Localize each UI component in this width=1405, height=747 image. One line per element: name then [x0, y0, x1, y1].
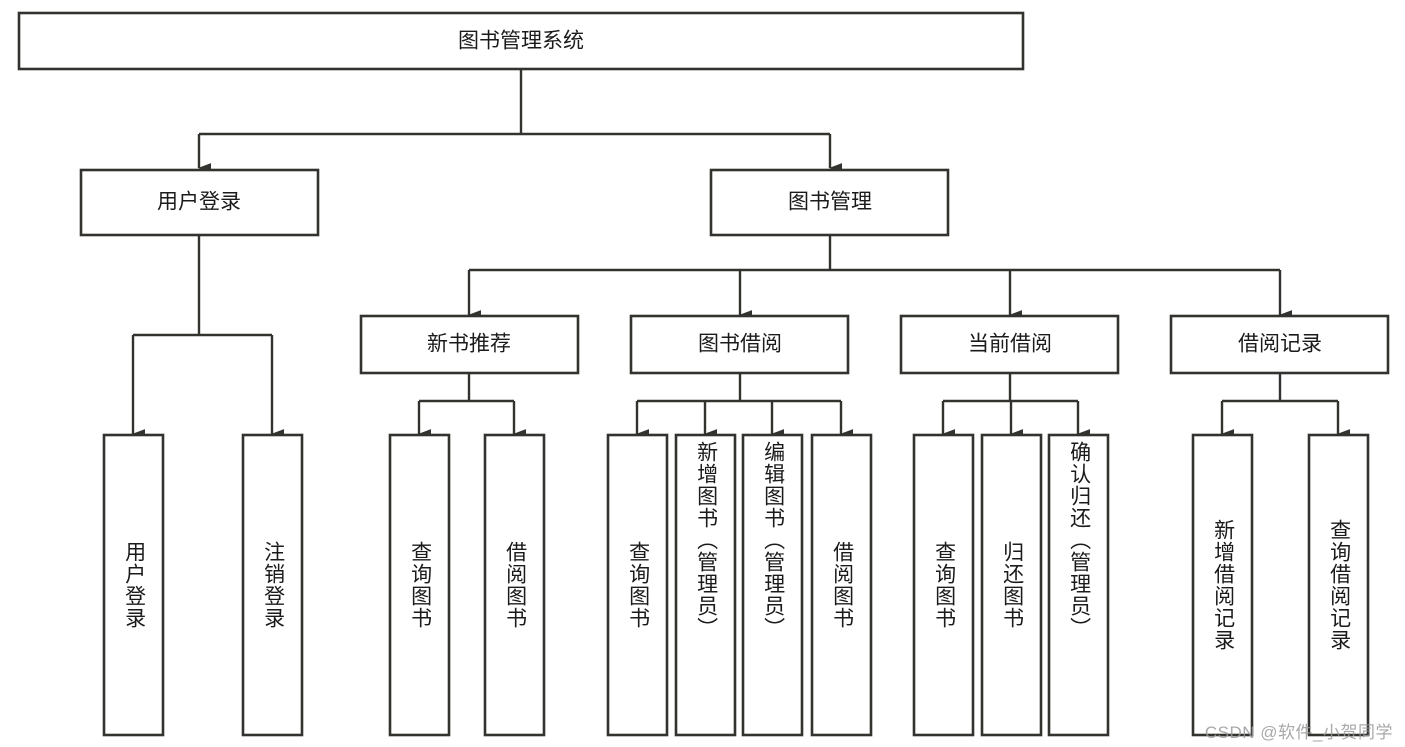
node-new-book-recommend-box[interactable] [359, 314, 580, 375]
edges-layer [131, 69, 1350, 439]
leaf-box-book-borrow-3[interactable] [741, 433, 804, 737]
leaf-box-book-borrow-4[interactable] [810, 433, 873, 737]
nodes-layer: 图书管理系统 用户登录 图书管理 新书推荐 图书借阅 当前借阅 借阅记录 [17, 11, 1390, 737]
leaf-box-book-borrow-2[interactable] [674, 433, 737, 737]
leaf-box-borrow-record-1[interactable] [1191, 433, 1254, 737]
leaf-box-current-borrow-1[interactable] [912, 433, 975, 737]
node-root-label: 图书管理系统 [458, 30, 584, 53]
node-book-borrow-box[interactable] [629, 314, 850, 375]
node-current-borrow-label: 当前借阅 [968, 333, 1052, 356]
node-book-borrow-label: 图书借阅 [698, 333, 782, 356]
leaf-box-user-login-2[interactable] [241, 433, 304, 737]
leaf-box-current-borrow-3[interactable] [1047, 433, 1110, 737]
leaf-box-new-book-1[interactable] [388, 433, 451, 737]
node-current-borrow-box[interactable] [899, 314, 1120, 375]
node-book-mgmt-box[interactable] [709, 168, 950, 237]
node-borrow-record-box[interactable] [1169, 314, 1390, 375]
leaf-box-user-login-1[interactable] [102, 433, 165, 737]
node-root-box[interactable] [17, 11, 1025, 71]
node-user-login-label: 用户登录 [157, 191, 241, 214]
node-book-mgmt-label: 图书管理 [788, 191, 872, 214]
leaf-box-borrow-record-2[interactable] [1307, 433, 1370, 737]
leaf-box-current-borrow-2[interactable] [980, 433, 1043, 737]
leaf-box-book-borrow-1[interactable] [606, 433, 669, 737]
leaf-box-new-book-2[interactable] [483, 433, 546, 737]
node-borrow-record-label: 借阅记录 [1238, 333, 1322, 356]
node-user-login-box[interactable] [79, 168, 320, 237]
node-new-book-recommend-label: 新书推荐 [427, 333, 511, 356]
csdn-watermark: CSDN @软件_小贺同学 [1204, 723, 1393, 742]
